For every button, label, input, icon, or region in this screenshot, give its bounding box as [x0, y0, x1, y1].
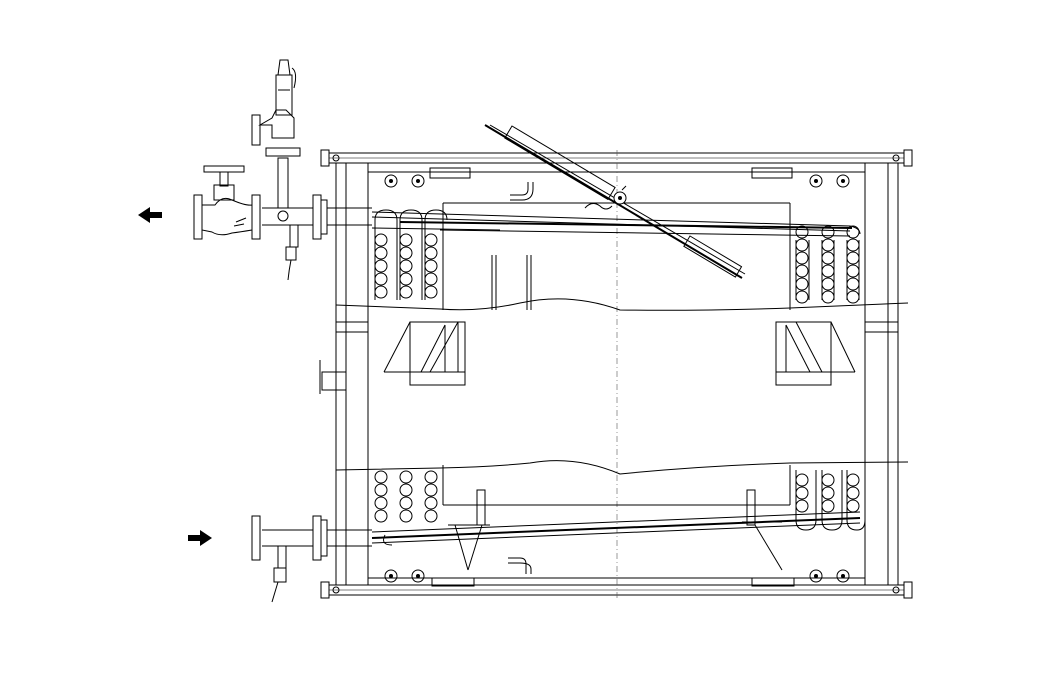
bottom-support-stands — [448, 489, 783, 571]
upper-left-coil-tubes — [374, 209, 448, 300]
right-side-nozzle — [864, 321, 899, 333]
left-side-nozzle — [319, 321, 369, 394]
inner-tank — [442, 202, 791, 506]
right-support-bracket — [775, 321, 856, 386]
bottom-lug-bolts — [384, 569, 850, 587]
upper-break-line — [335, 298, 909, 311]
left-support-bracket — [383, 321, 466, 386]
lower-right-coil-tubes — [795, 470, 866, 531]
lower-long-tubes — [371, 511, 861, 546]
top-frame-rail — [320, 149, 913, 167]
bottom-frame-rail — [320, 581, 913, 599]
inlet-flow-arrow — [188, 530, 212, 546]
gate-valve — [193, 165, 253, 240]
lower-break-line — [335, 460, 909, 475]
bottom-bent-pipe — [508, 557, 532, 574]
diagonal-sight-tube — [484, 124, 746, 279]
top-bent-pipe — [510, 182, 534, 201]
safety-valve — [251, 59, 301, 157]
lower-left-coil-tubes — [374, 470, 438, 523]
outlet-pipe-assembly — [251, 157, 372, 281]
inlet-pipe-assembly — [251, 515, 372, 603]
top-lug-bolts — [384, 167, 850, 188]
upper-long-tubes — [371, 211, 861, 237]
outlet-flow-arrow — [138, 207, 162, 223]
upper-right-coil-tubes — [795, 225, 860, 304]
